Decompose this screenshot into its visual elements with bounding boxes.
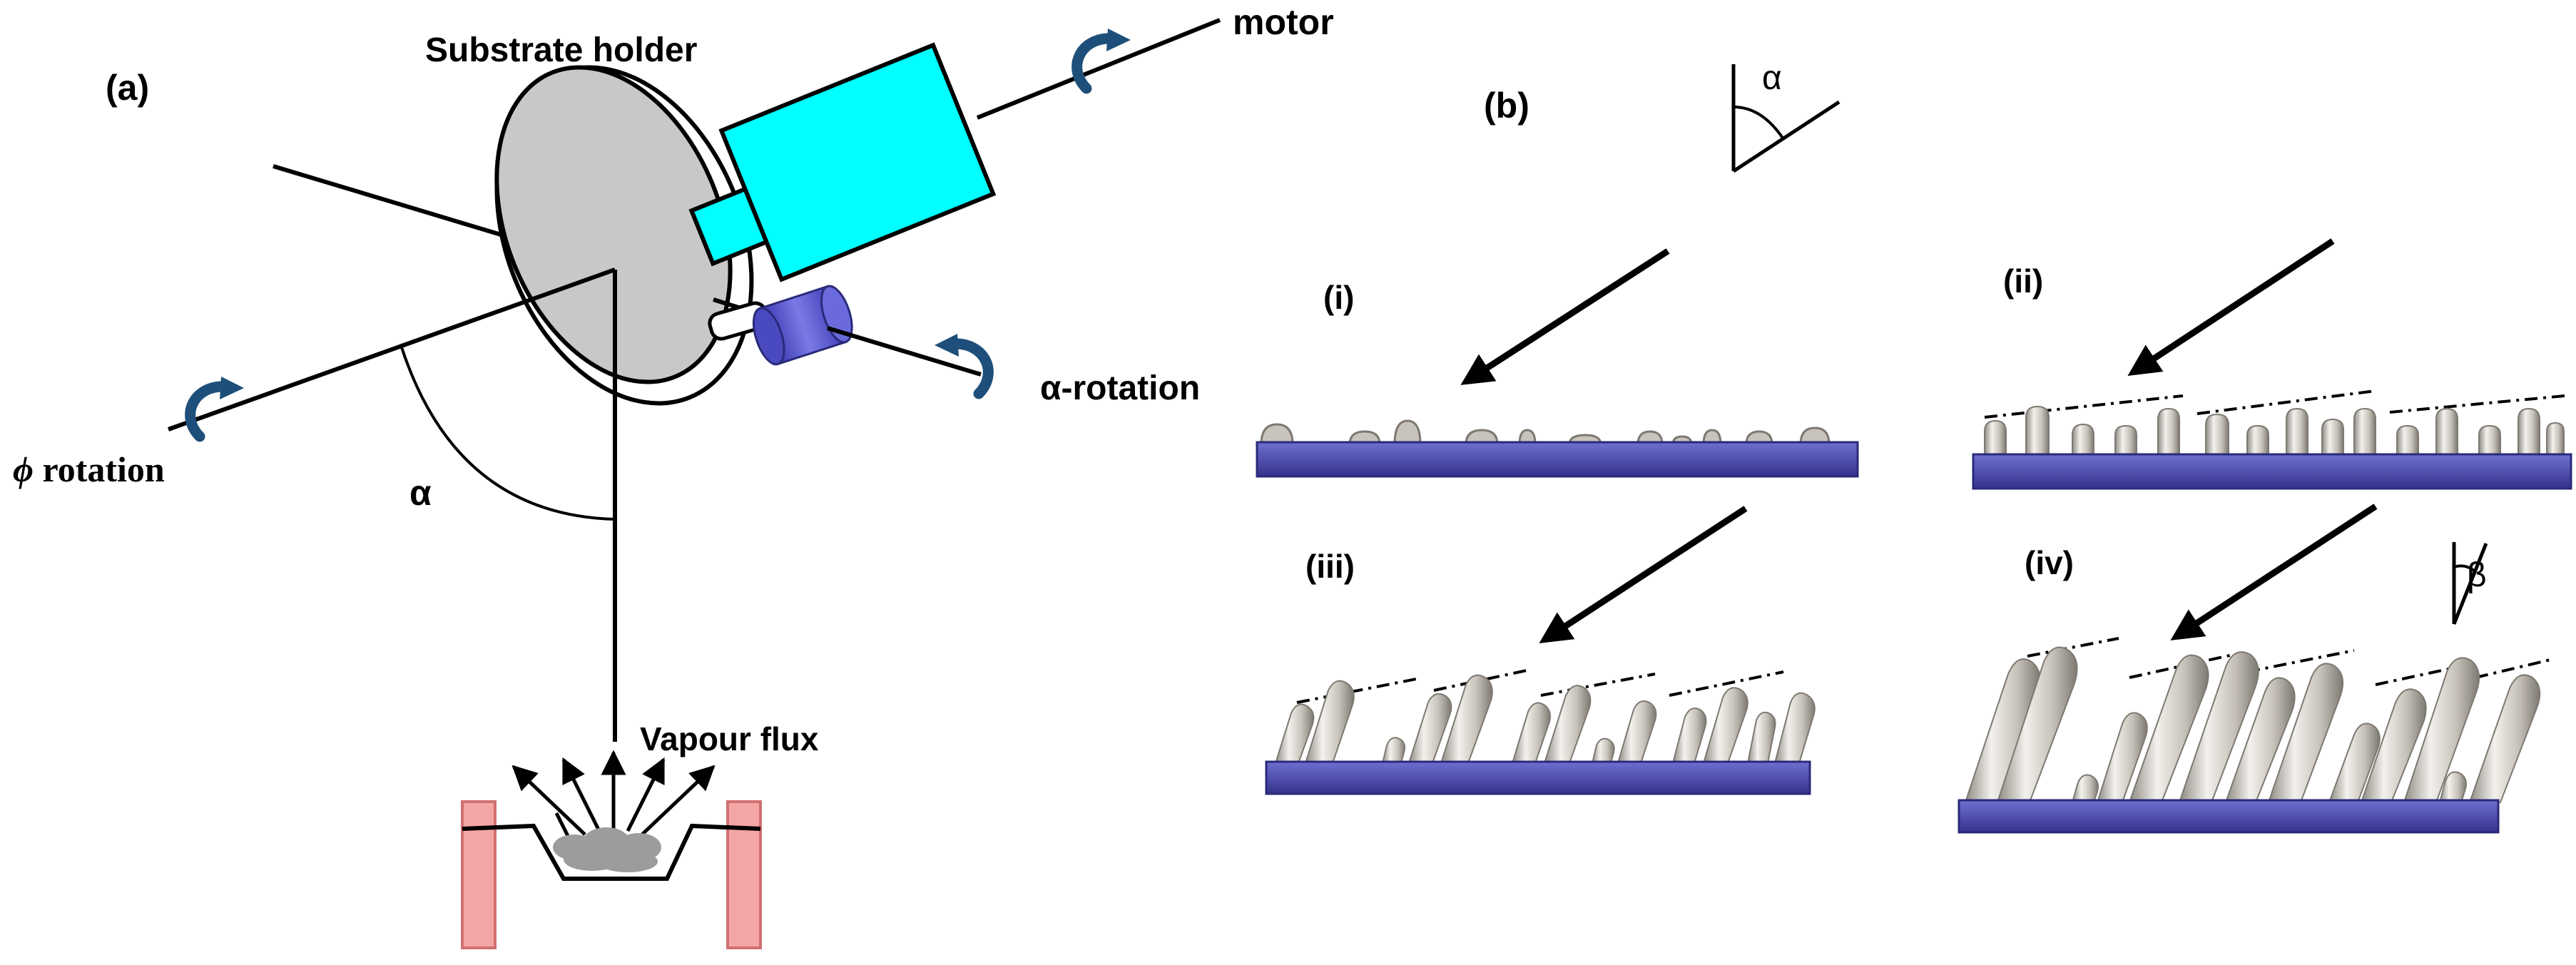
substrate-holder-label: Substrate holder: [425, 31, 697, 69]
crucible-post-left: [461, 800, 497, 949]
alpha-label: α: [409, 473, 432, 513]
vapour-flux-label: Vapour flux: [640, 720, 819, 757]
holder-axis-line: [273, 164, 509, 239]
alpha-rotation-label: α-rotation: [1040, 369, 1200, 407]
motor-body: [718, 42, 997, 282]
stage-iii-columns: [1274, 674, 1816, 764]
stage-iv: (iv) β: [1958, 504, 2551, 834]
evaporant-material: [553, 827, 661, 872]
panel-b: (b) α (i): [1256, 59, 2572, 834]
stage-i-substrate-plate: [1256, 441, 1859, 478]
phi-rotation-axis: [167, 267, 616, 432]
stage-ii: (ii): [1972, 238, 2572, 490]
stage-iv-columns: [1964, 646, 2541, 803]
crucible-boat: [462, 823, 761, 881]
stage-ii-substrate-plate: [1972, 453, 2572, 490]
panel-a: (a) α motor α-rotation Substrate holder: [13, 2, 1334, 949]
stage-ii-shadow-lines: [1984, 389, 2565, 419]
stage-iv-label: (iv): [2025, 544, 2074, 581]
alpha-key-symbol: α: [1762, 59, 1782, 97]
phi-rotation-label: ϕ rotation: [13, 449, 165, 489]
stage-ii-label: (ii): [2003, 262, 2043, 300]
stage-iii-substrate-plate: [1265, 760, 1811, 795]
stage-iv-substrate-plate: [1958, 799, 2500, 834]
beta-key-symbol: β: [2467, 556, 2487, 594]
stage-iii-label: (iii): [1305, 548, 1355, 585]
alpha-roller: [752, 285, 853, 366]
stage-iii: (iii): [1265, 506, 1816, 795]
substrate-disk: [494, 65, 733, 384]
alpha-key-incline: [1732, 100, 1841, 173]
stage-iv-flux-arrow: [2170, 504, 2378, 640]
stage-i: (i): [1256, 248, 1859, 478]
alpha-angle-arc: [400, 347, 616, 521]
stage-iv-shadow-lines: [2027, 637, 2551, 686]
stage-i-label: (i): [1323, 279, 1354, 316]
beta-key-arc: [2453, 564, 2475, 572]
panel-b-label: (b): [1484, 86, 1529, 126]
panel-a-label: (a): [106, 68, 149, 108]
alpha-key-arc: [1733, 106, 1785, 141]
stage-i-nuclei: [1260, 419, 1831, 446]
motor-shaft: [976, 18, 1221, 120]
stage-iii-flux-arrow: [1539, 506, 1748, 643]
stage-i-flux-arrow: [1460, 248, 1670, 385]
alpha-rotation-axis: [827, 326, 982, 377]
stage-ii-columns: [1984, 405, 2565, 457]
motor-label: motor: [1233, 2, 1334, 42]
beta-key-incline: [2452, 543, 2488, 625]
stage-iii-shadow-lines: [1296, 669, 1784, 704]
crucible-post-right: [726, 800, 762, 949]
stage-ii-flux-arrow: [2127, 238, 2335, 376]
